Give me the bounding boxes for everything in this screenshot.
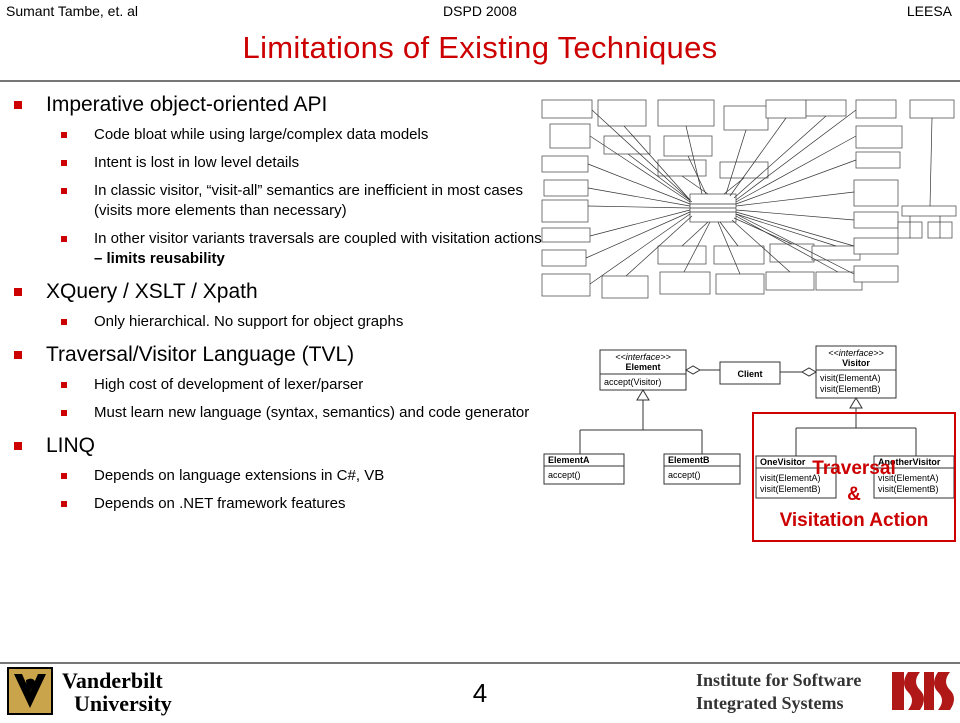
page-number: 4 (472, 678, 488, 708)
sub-bullet-marker-icon (61, 188, 67, 194)
header-author: Sumant Tambe, et. al (6, 3, 139, 19)
svg-text:visit(ElementB): visit(ElementB) (820, 384, 881, 394)
sub-bullet-marker-icon (61, 160, 67, 166)
traversal-callout-box (752, 412, 956, 542)
bullet-marker-icon (14, 351, 22, 359)
svg-text:visit(ElementA): visit(ElementA) (878, 473, 939, 483)
svg-text:Visitor: Visitor (842, 358, 870, 368)
svg-text:Client: Client (737, 369, 762, 379)
bottom-divider (0, 662, 960, 664)
svg-text:ElementA: ElementA (548, 455, 590, 465)
sub-bullet-item: Code bloat while using large/complex dat… (12, 125, 542, 145)
isis-logo-icon (888, 666, 954, 721)
sub-bullet-item: Only hierarchical. No support for object… (12, 312, 542, 332)
sub-bullet-marker-icon (61, 410, 67, 416)
svg-text:Institute for Software: Institute for Software (696, 670, 861, 690)
sub-bullet-item: Depends on .NET framework features (12, 494, 542, 514)
bullet-list: Imperative object-oriented API Code bloa… (12, 92, 542, 522)
one-visitor-box: OneVisitor visit(ElementA) visit(Element… (755, 455, 837, 499)
svg-text:Integrated Systems: Integrated Systems (696, 693, 843, 713)
sub-bullet-item: Must learn new language (syntax, semanti… (12, 403, 542, 423)
sub-bullet-marker-icon (61, 236, 67, 242)
element-b-box: ElementB accept() (663, 453, 741, 485)
sub-bullet-marker-icon (61, 319, 67, 325)
svg-text:Vanderbilt: Vanderbilt (62, 668, 163, 693)
bullet-item: XQuery / XSLT / Xpath (12, 279, 542, 305)
sub-bullet-item: Intent is lost in low level details (12, 153, 542, 173)
svg-text:visit(ElementA): visit(ElementA) (760, 473, 821, 483)
visitor-interface-box: <<interface>> Visitor visit(ElementA) vi… (815, 345, 897, 399)
svg-text:visit(ElementB): visit(ElementB) (760, 484, 821, 494)
sub-bullet-item: In classic visitor, “visit-all” semantic… (12, 181, 542, 221)
svg-text:University: University (74, 691, 172, 716)
svg-text:<<interface>>: <<interface>> (828, 348, 884, 358)
bullet-item: LINQ (12, 433, 542, 459)
svg-text:Element: Element (625, 362, 660, 372)
class-diagram-image (541, 99, 957, 299)
svg-text:visit(ElementA): visit(ElementA) (820, 373, 881, 383)
element-interface-box: <<interface>> Element accept(Visitor) (599, 349, 687, 391)
bullet-marker-icon (14, 442, 22, 450)
bullet-marker-icon (14, 288, 22, 296)
sub-bullet-marker-icon (61, 382, 67, 388)
sub-bullet-item: In other visitor variants traversals are… (12, 229, 542, 269)
svg-text:AnotherVisitor: AnotherVisitor (878, 457, 941, 467)
svg-text:accept(): accept() (548, 470, 581, 480)
sub-bullet-marker-icon (61, 473, 67, 479)
svg-text:accept(): accept() (668, 470, 701, 480)
header-conference: DSPD 2008 (443, 3, 517, 19)
isis-wordmark: Institute for Software Integrated System… (694, 666, 880, 723)
sub-bullet-marker-icon (61, 132, 67, 138)
client-box: Client (719, 361, 781, 385)
sub-bullet-item: High cost of development of lexer/parser (12, 375, 542, 395)
bullet-marker-icon (14, 101, 22, 109)
svg-text:accept(Visitor): accept(Visitor) (604, 377, 661, 387)
slide-title: Limitations of Existing Techniques (242, 30, 718, 65)
element-a-box: ElementA accept() (543, 453, 625, 485)
top-divider (0, 80, 960, 82)
traversal-callout-text: Traversal & Visitation Action (779, 458, 929, 531)
vanderbilt-logo: Vanderbilt University (6, 666, 206, 723)
header-project: LEESA (906, 3, 952, 19)
sub-bullet-item: Depends on language extensions in C#, VB (12, 466, 542, 486)
sub-bullet-marker-icon (61, 501, 67, 507)
bullet-item: Traversal/Visitor Language (TVL) (12, 342, 542, 368)
svg-text:OneVisitor: OneVisitor (760, 457, 806, 467)
svg-text:ElementB: ElementB (668, 455, 710, 465)
svg-text:visit(ElementB): visit(ElementB) (878, 484, 939, 494)
bullet-item: Imperative object-oriented API (12, 92, 542, 118)
svg-text:<<interface>>: <<interface>> (615, 352, 671, 362)
